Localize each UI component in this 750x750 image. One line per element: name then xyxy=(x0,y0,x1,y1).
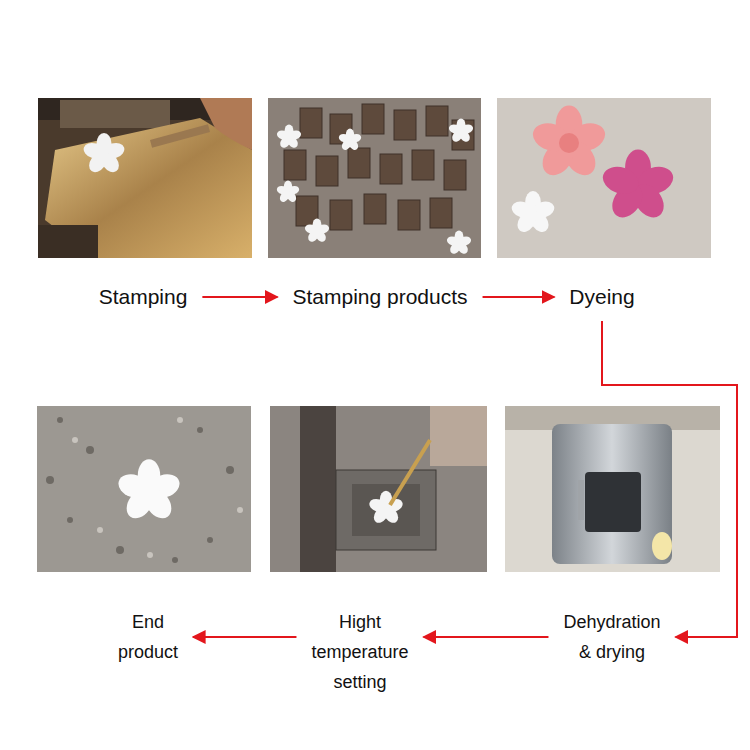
step-label: Stamping xyxy=(99,284,188,310)
flow-arrow xyxy=(193,636,296,638)
flow-arrow xyxy=(202,296,277,298)
flow-arrow xyxy=(602,321,737,637)
process-step: End product xyxy=(113,604,183,670)
process-step: Hight temperature setting xyxy=(306,604,413,700)
end-product-photo xyxy=(37,406,251,572)
process-step: Stamping xyxy=(94,281,193,313)
step-label: Hight temperature setting xyxy=(311,607,408,697)
setting-photo xyxy=(270,406,487,572)
process-step: Dyeing xyxy=(564,281,639,313)
flow-arrow xyxy=(483,296,555,298)
step-label: Stamping products xyxy=(292,284,467,310)
stamping-photo xyxy=(38,98,252,258)
step-label: End product xyxy=(118,607,178,667)
step-label: Dyeing xyxy=(569,284,634,310)
stamping-products-photo xyxy=(268,98,481,258)
process-step: Stamping products xyxy=(287,281,472,313)
dryer-photo xyxy=(505,406,720,572)
step-label: Dehydration & drying xyxy=(563,607,660,667)
process-step: Dehydration & drying xyxy=(558,604,665,670)
flow-arrow xyxy=(424,636,549,638)
dyeing-photo xyxy=(497,98,711,258)
